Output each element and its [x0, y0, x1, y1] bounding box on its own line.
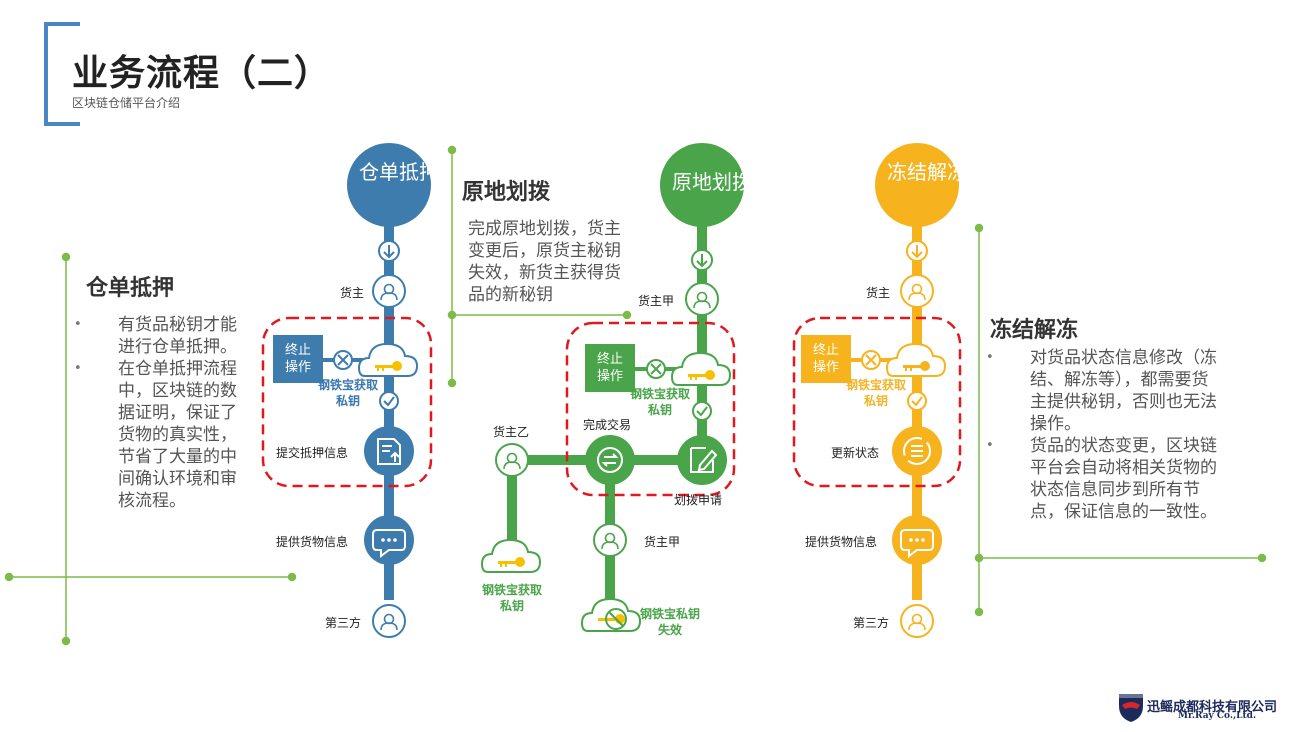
yellow-circle-label: 冻结解冻	[887, 160, 967, 184]
title-bracket	[44, 22, 80, 126]
yellow-key-caption: 钢铁宝获取私钥	[846, 378, 907, 408]
right-section-title: 冻结解冻	[990, 318, 1079, 343]
blue-provide-label: 提供货物信息	[276, 535, 349, 549]
yellow-flow	[792, 143, 962, 638]
yellow-main-circle	[875, 143, 959, 227]
page-subtitle: 区块链仓储平台介绍	[72, 96, 181, 110]
green-key-caption: 钢铁宝获取私钥	[630, 387, 691, 417]
blue-dashed-box	[261, 316, 433, 488]
yellow-owner-label: 货主	[866, 286, 891, 300]
left-bullet-2: 在仓单抵押流程中，区块链的数据证明，保证了货物的真实性，节省了大量的中间确认环境…	[74, 358, 242, 512]
green-flow	[480, 143, 744, 632]
user-icon	[372, 604, 406, 638]
user-icon	[593, 523, 627, 557]
blue-main-circle	[347, 143, 431, 227]
blue-third-label: 第三方	[325, 616, 362, 630]
user-icon	[495, 443, 529, 477]
yellow-provide-label: 提供货物信息	[805, 535, 878, 549]
mid-section-title: 原地划拨	[462, 180, 551, 205]
left-bullet-1: 有货品秘钥才能进行仓单抵押。	[74, 314, 242, 358]
mid-section-text: 完成原地划拨，货主变更后，原货主秘钥失效，新货主获得货品的新秘钥	[468, 219, 621, 305]
right-bullet-2: 货品的状态变更，区块链平台会自动将相关货物的状态信息同步到所有节点，保证信息的一…	[986, 435, 1222, 523]
blue-flow	[261, 143, 433, 638]
right-bullet-1: 对货品状态信息修改（冻结、解冻等），都需要货主提供秘钥，否则也无法操作。	[986, 347, 1222, 435]
left-section-title: 仓单抵押	[86, 276, 175, 301]
left-section-bullets: 有货品秘钥才能进行仓单抵押。 在仓单抵押流程中，区块链的数据证明，保证了货物的真…	[74, 314, 242, 512]
user-icon	[900, 604, 934, 638]
yellow-third-label: 第三方	[853, 616, 890, 630]
green-owner-b-label: 货主乙	[493, 425, 530, 439]
cloud-key-icon	[885, 342, 947, 377]
check-icon	[379, 391, 399, 411]
swap-icon	[585, 435, 635, 485]
blue-owner-label: 货主	[340, 286, 365, 300]
green-complete-label: 完成交易	[583, 418, 632, 432]
user-icon	[900, 274, 934, 308]
green-apply-label: 划拨申请	[674, 493, 723, 507]
edit-icon	[677, 435, 727, 485]
cloud-key-icon	[670, 351, 732, 386]
yellow-stop-label: 终止操作	[812, 343, 839, 375]
blue-stop-label: 终止操作	[284, 343, 311, 375]
blue-submit-label: 提交抵押信息	[276, 446, 349, 460]
green-stop-label: 终止操作	[596, 352, 623, 384]
green-dashed-box	[565, 321, 736, 497]
company-name-en: Mr.Ray Co.,Ltd.	[1178, 711, 1257, 721]
green-key-invalid-caption: 钢铁宝私钥失效	[640, 607, 701, 637]
cloud-key-icon	[357, 342, 419, 377]
cloud-key-off-icon	[580, 597, 642, 632]
green-owner-a2-label: 货主甲	[644, 535, 681, 549]
company-logo-emblem	[1119, 694, 1143, 722]
user-icon	[372, 274, 406, 308]
green-circle-label: 原地划拨	[672, 170, 752, 194]
check-icon	[692, 401, 712, 421]
blue-circle-label: 仓单抵押	[359, 160, 439, 184]
user-icon	[685, 282, 719, 316]
blue-key-caption: 钢铁宝获取私钥	[318, 378, 379, 408]
green-new-key-caption: 钢铁宝获取私钥	[482, 583, 543, 613]
cloud-key-icon	[480, 538, 542, 573]
green-main-circle	[660, 143, 744, 227]
right-section-bullets: 对货品状态信息修改（冻结、解冻等），都需要货主提供秘钥，否则也无法操作。 货品的…	[986, 347, 1222, 523]
yellow-dashed-box	[792, 316, 962, 488]
page-title: 业务流程（二）	[72, 53, 332, 94]
company-name-cn: 迅鳐成都科技有限公司	[1147, 700, 1278, 715]
check-icon	[907, 391, 927, 411]
green-owner-a-label: 货主甲	[638, 294, 675, 308]
yellow-update-label: 更新状态	[831, 446, 880, 460]
